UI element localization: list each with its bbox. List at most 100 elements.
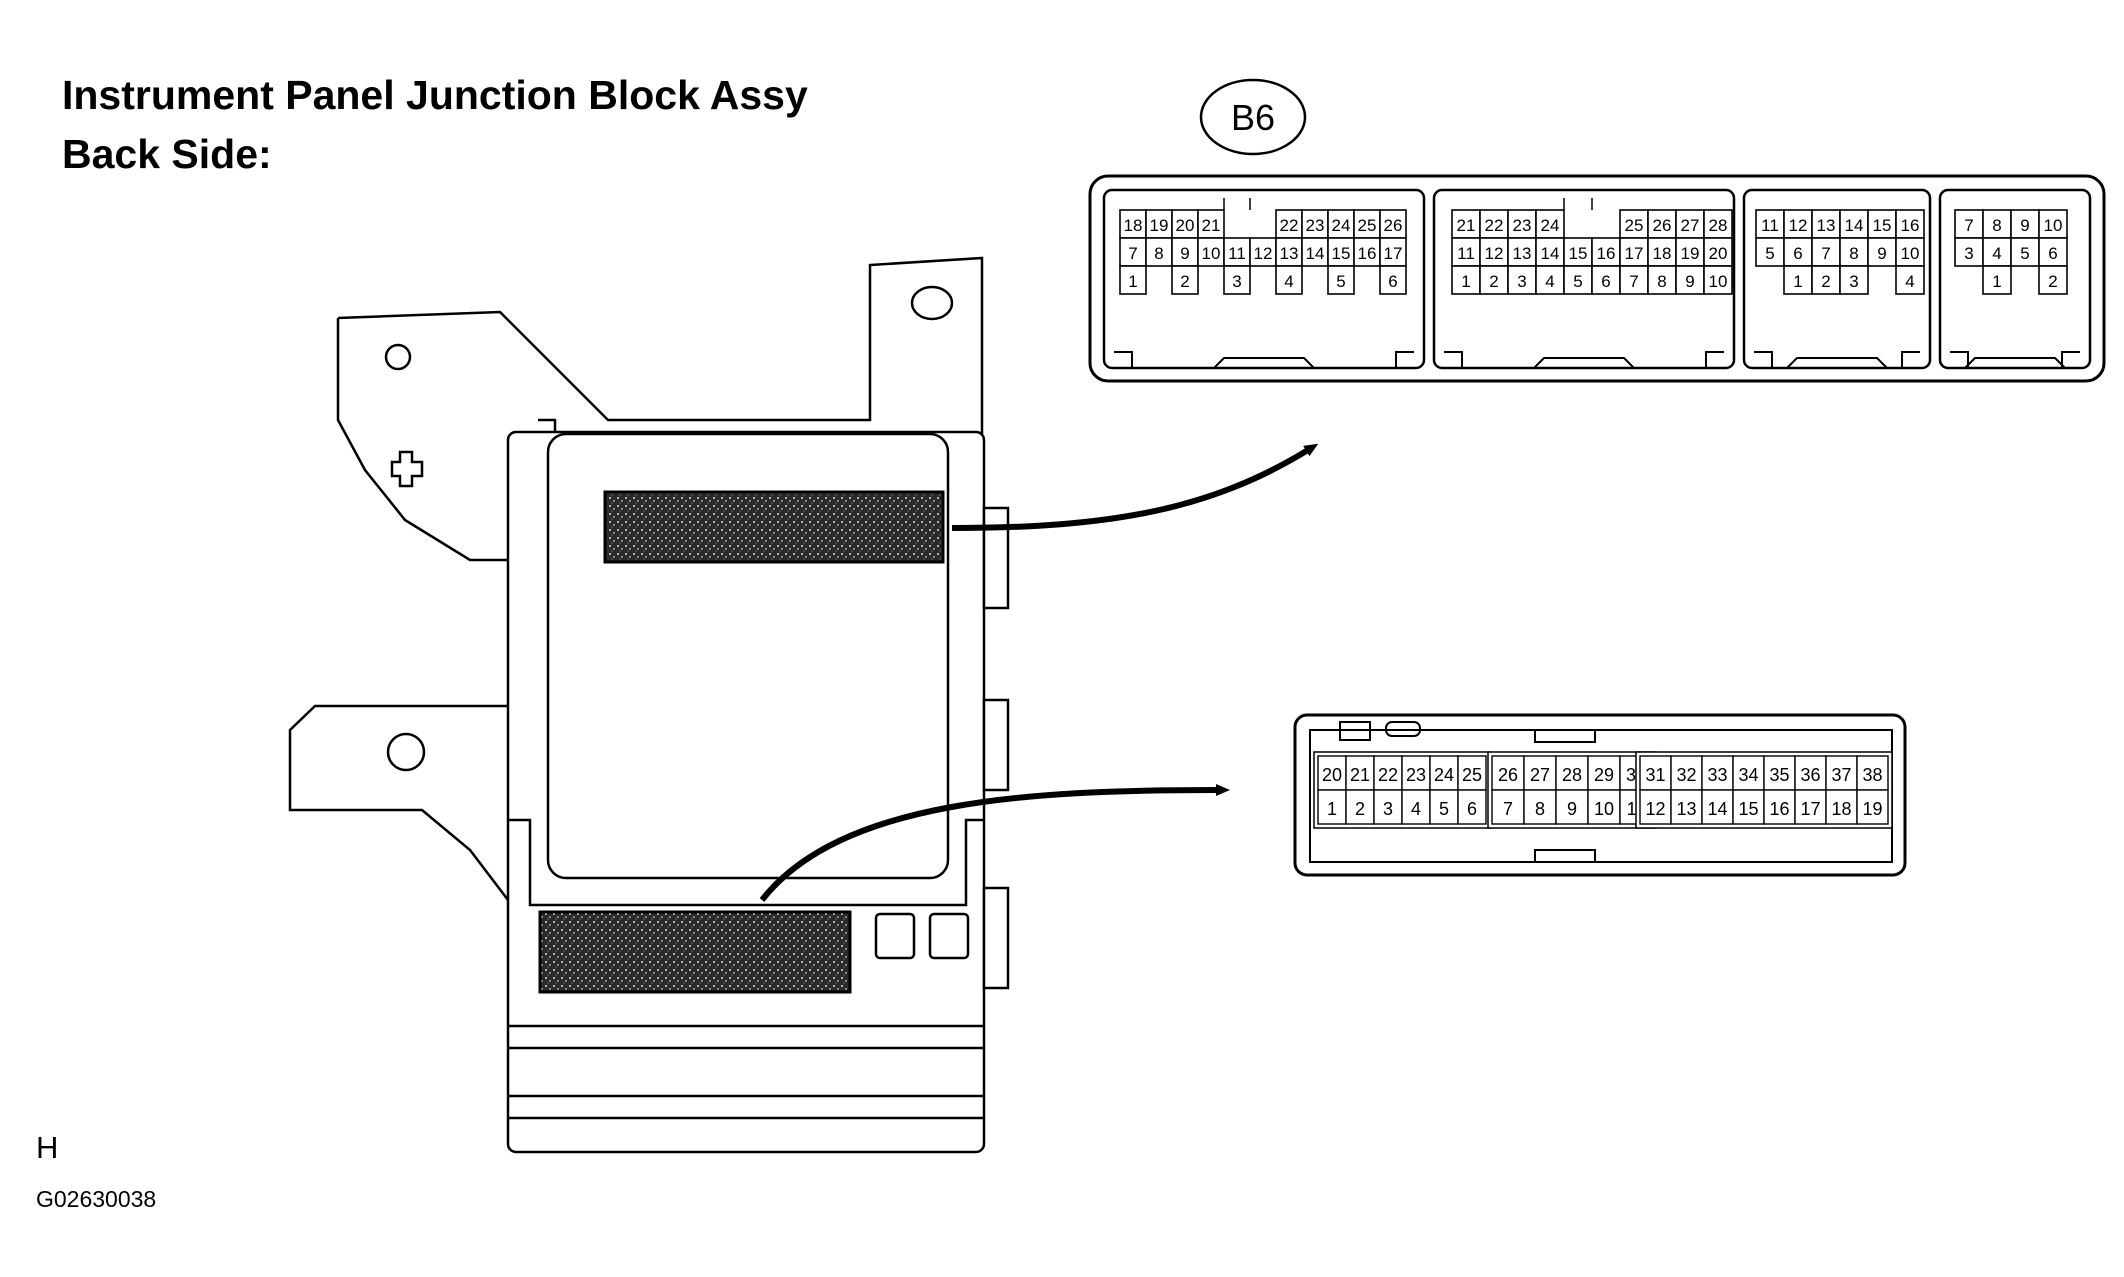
- connector-pin: 17: [1794, 789, 1827, 825]
- svg-text:15: 15: [1569, 244, 1588, 263]
- svg-text:10: 10: [1594, 799, 1614, 819]
- connector-pin: 35: [1763, 755, 1796, 791]
- connector-pin: 13: [1670, 789, 1703, 825]
- svg-text:7: 7: [1629, 272, 1638, 291]
- connector-pin: 6: [1457, 789, 1487, 825]
- connector-pin: 17: [1619, 237, 1649, 267]
- connector-pin: 2: [1345, 789, 1375, 825]
- svg-text:5: 5: [1765, 244, 1774, 263]
- lower-square-2: [928, 912, 970, 960]
- svg-text:10: 10: [1202, 244, 1221, 263]
- connector-pin: 32: [1670, 755, 1703, 791]
- diagram-subtitle: Back Side:: [62, 131, 272, 177]
- svg-text:37: 37: [1831, 765, 1851, 785]
- svg-text:8: 8: [1535, 799, 1545, 819]
- svg-text:3: 3: [1383, 799, 1393, 819]
- connector-pin: 4: [1275, 265, 1303, 295]
- connector-pin: 2: [2038, 265, 2068, 295]
- svg-text:25: 25: [1358, 216, 1377, 235]
- svg-text:7: 7: [1964, 216, 1973, 235]
- connector-lower-pins: 2021222324251234562627282930789101131323…: [1309, 721, 1893, 863]
- connector-pin: 23: [1401, 755, 1431, 791]
- connector-pin: 19: [1145, 209, 1173, 239]
- connector-pin: 29: [1587, 755, 1621, 791]
- upper-connector-window: [603, 490, 945, 564]
- svg-text:9: 9: [1567, 799, 1577, 819]
- svg-text:8: 8: [1992, 216, 2001, 235]
- svg-text:20: 20: [1709, 244, 1728, 263]
- svg-text:6: 6: [1601, 272, 1610, 291]
- svg-text:16: 16: [1769, 799, 1789, 819]
- svg-text:29: 29: [1594, 765, 1614, 785]
- connector-pin: 5: [1327, 265, 1355, 295]
- lower-bracket: [288, 704, 509, 901]
- svg-text:15: 15: [1873, 216, 1892, 235]
- svg-text:24: 24: [1434, 765, 1454, 785]
- connector-pin: 1: [1783, 265, 1813, 295]
- svg-text:20: 20: [1176, 216, 1195, 235]
- svg-text:10: 10: [2044, 216, 2063, 235]
- connector-pin: 25: [1457, 755, 1487, 791]
- connector-pin: 2: [1811, 265, 1841, 295]
- svg-text:28: 28: [1709, 216, 1728, 235]
- connector-pin: 10: [1197, 237, 1225, 267]
- connector-pin: 4: [1401, 789, 1431, 825]
- svg-text:23: 23: [1513, 216, 1532, 235]
- connector-pin: 1: [1119, 265, 1147, 295]
- svg-text:19: 19: [1862, 799, 1882, 819]
- connector-label-badge: [1199, 78, 1307, 156]
- svg-text:18: 18: [1831, 799, 1851, 819]
- connector-pin: 4: [1982, 237, 2012, 267]
- svg-text:36: 36: [1800, 765, 1820, 785]
- svg-text:1: 1: [1327, 799, 1337, 819]
- connector-pin: 10: [2038, 209, 2068, 239]
- connector-pin: 18: [1119, 209, 1147, 239]
- svg-text:26: 26: [1498, 765, 1518, 785]
- svg-text:14: 14: [1845, 216, 1864, 235]
- svg-text:16: 16: [1597, 244, 1616, 263]
- svg-text:14: 14: [1541, 244, 1560, 263]
- connector-pin: 3: [1223, 265, 1251, 295]
- connector-pin: 10: [1587, 789, 1621, 825]
- svg-text:27: 27: [1681, 216, 1700, 235]
- bracket-key: [390, 450, 424, 488]
- svg-text:1: 1: [1128, 272, 1137, 291]
- connector-pin: 24: [1429, 755, 1459, 791]
- connector-pin: 13: [1275, 237, 1303, 267]
- svg-text:38: 38: [1862, 765, 1882, 785]
- svg-text:13: 13: [1817, 216, 1836, 235]
- connector-pin: 8: [1523, 789, 1557, 825]
- connector-pin: 31: [1639, 755, 1672, 791]
- svg-text:3: 3: [1964, 244, 1973, 263]
- svg-text:4: 4: [1411, 799, 1421, 819]
- svg-text:5: 5: [1336, 272, 1345, 291]
- svg-text:23: 23: [1306, 216, 1325, 235]
- svg-text:12: 12: [1485, 244, 1504, 263]
- svg-text:27: 27: [1530, 765, 1550, 785]
- connector-pin: 9: [1555, 789, 1589, 825]
- connector-pin: 19: [1856, 789, 1889, 825]
- svg-text:22: 22: [1280, 216, 1299, 235]
- arrow-upper: [951, 443, 1319, 531]
- svg-text:19: 19: [1150, 216, 1169, 235]
- connector-pin: 23: [1301, 209, 1329, 239]
- svg-text:31: 31: [1645, 765, 1665, 785]
- svg-text:1: 1: [1461, 272, 1470, 291]
- svg-text:20: 20: [1322, 765, 1342, 785]
- svg-text:2: 2: [1489, 272, 1498, 291]
- svg-text:8: 8: [1657, 272, 1666, 291]
- connector-pin: 6: [1783, 237, 1813, 267]
- connector-pin: 6: [1591, 265, 1621, 295]
- connector-label: B6: [1231, 97, 1275, 138]
- connector-pin: 14: [1701, 789, 1734, 825]
- svg-text:12: 12: [1645, 799, 1665, 819]
- connector-pin: 8: [1839, 237, 1869, 267]
- connector-pin: 28: [1555, 755, 1589, 791]
- connector-pin: 12: [1479, 237, 1509, 267]
- connector-pin: 14: [1535, 237, 1565, 267]
- svg-text:9: 9: [1180, 244, 1189, 263]
- connector-pin: 4: [1535, 265, 1565, 295]
- svg-text:22: 22: [1485, 216, 1504, 235]
